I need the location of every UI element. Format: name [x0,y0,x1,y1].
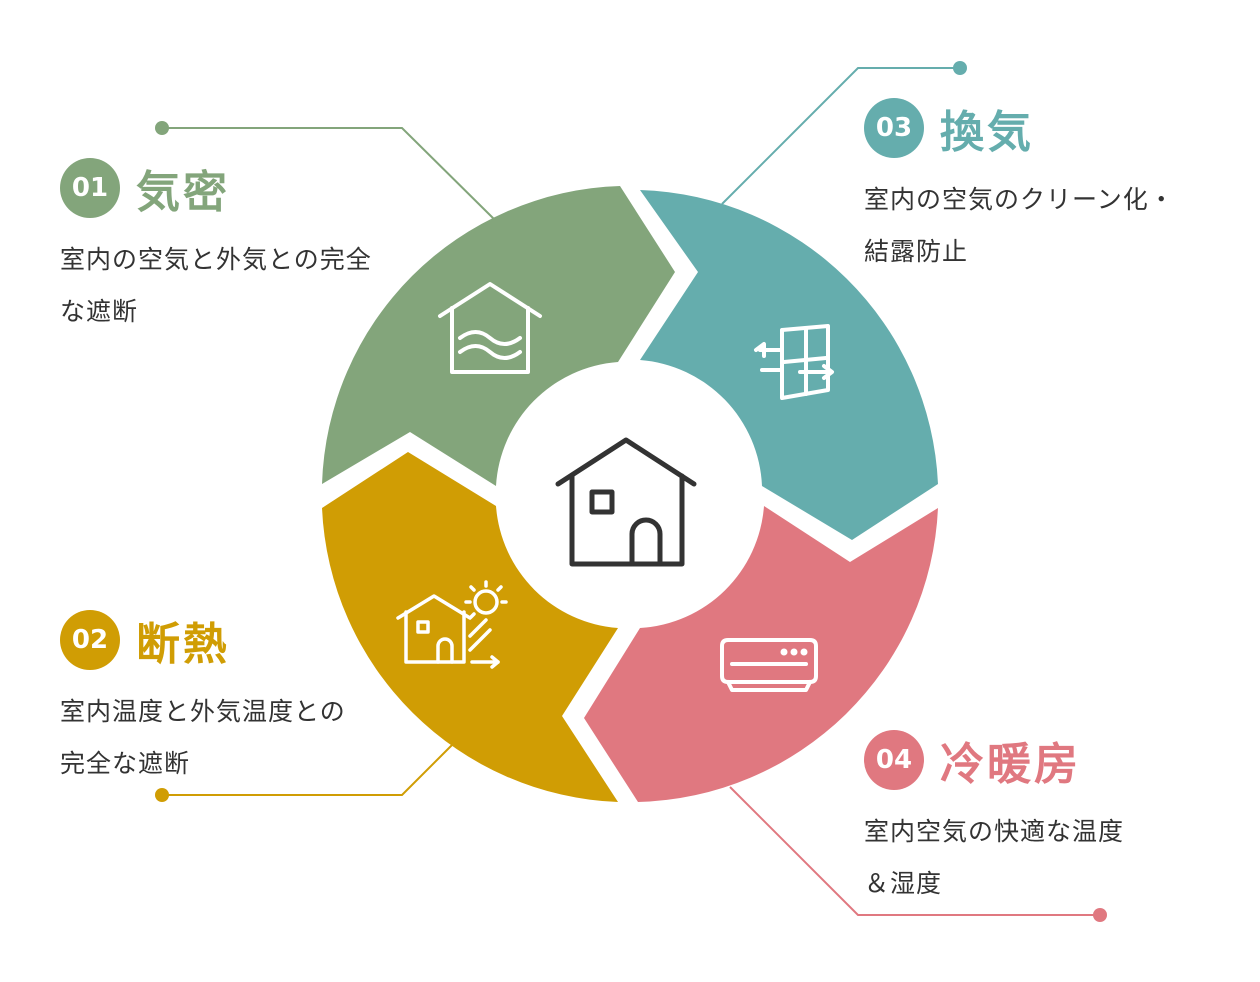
item-reidanbo: 04 冷暖房 室内空気の快適な温度 ＆湿度 [864,728,1124,910]
house-wind-icon [438,282,542,374]
air-conditioner-icon [720,638,818,692]
number-badge: 04 [864,730,924,790]
item-kimitsu: 01 気密 室内の空気と外気との完全 な遮断 [60,156,372,338]
ring-segment-reidanbo [584,506,938,802]
connector-line-kanki [721,67,960,205]
item-description: 室内空気の快適な温度 ＆湿度 [864,817,1125,898]
item-kanki: 03 換気 室内の空気のクリーン化・ 結露防止 [864,96,1175,278]
window-airflow-icon [754,324,834,400]
item-title: 換気 [940,107,1034,158]
ring-segment-kanki [640,190,938,540]
item-description: 室内の空気と外気との完全 な遮断 [60,245,372,326]
ring-segment-kimitsu [322,186,675,486]
connector-line-reidanbo [729,786,1100,916]
item-title: 断熱 [136,619,230,670]
connector-dot-reidanbo [1093,908,1107,922]
item-description: 室内の空気のクリーン化・ 結露防止 [864,185,1175,266]
ring-segment-dannetsu [322,452,618,802]
item-dannetsu: 02 断熱 室内温度と外気温度との 完全な遮断 [60,608,346,790]
item-title: 冷暖房 [940,739,1081,790]
connector-dot-kimitsu [155,121,169,135]
number-badge: 01 [60,158,120,218]
house-sun-icon [396,580,508,669]
connector-line-kimitsu [162,127,496,221]
item-description: 室内温度と外気温度との 完全な遮断 [60,697,346,778]
number-badge: 02 [60,610,120,670]
connector-line-dannetsu [162,744,453,796]
connector-dot-dannetsu [155,788,169,802]
house-icon [555,437,697,567]
connector-dot-kanki [953,61,967,75]
number-badge: 03 [864,98,924,158]
item-title: 気密 [136,167,230,218]
